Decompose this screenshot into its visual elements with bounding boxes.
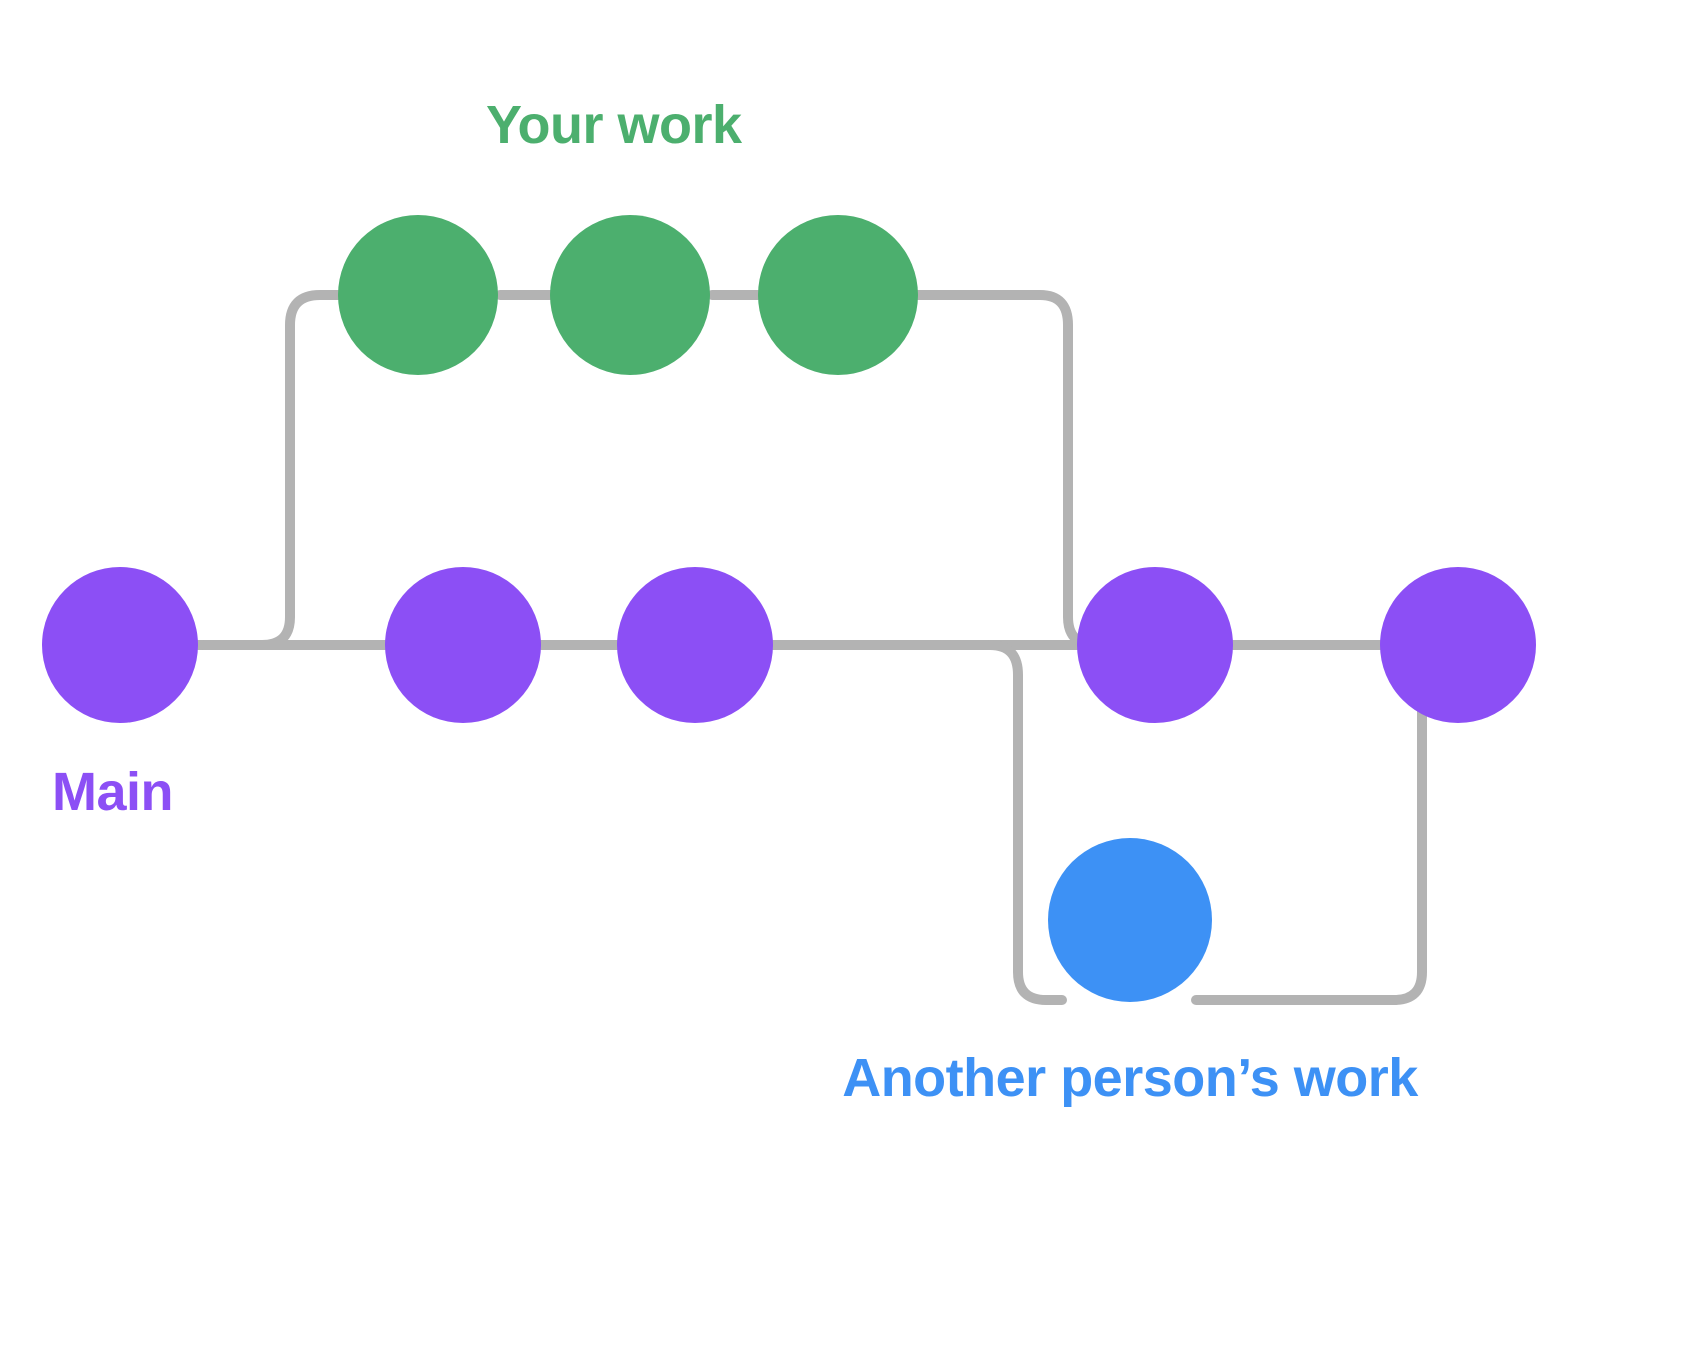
commit-node-main-3[interactable] — [617, 567, 773, 723]
commit-node-main-5[interactable] — [1380, 567, 1536, 723]
branch-label-your-work: Your work — [486, 95, 742, 155]
branch-label-main: Main — [52, 762, 174, 822]
commit-node-main-2[interactable] — [385, 567, 541, 723]
commit-node-main-1[interactable] — [42, 567, 198, 723]
commit-node-your-work-2[interactable] — [550, 215, 710, 375]
connector-branch-to-another-person — [985, 640, 1067, 1005]
commit-node-main-4[interactable] — [1077, 567, 1233, 723]
commit-node-another-person-1[interactable] — [1048, 838, 1212, 1002]
connector-branch-to-your-work — [200, 290, 345, 650]
connector-merge-another-person — [1191, 640, 1427, 1005]
branch-label-another-person: Another person’s work — [842, 1048, 1418, 1108]
commit-node-your-work-3[interactable] — [758, 215, 918, 375]
commit-node-your-work-1[interactable] — [338, 215, 498, 375]
connector-merge-your-work — [913, 290, 1125, 650]
